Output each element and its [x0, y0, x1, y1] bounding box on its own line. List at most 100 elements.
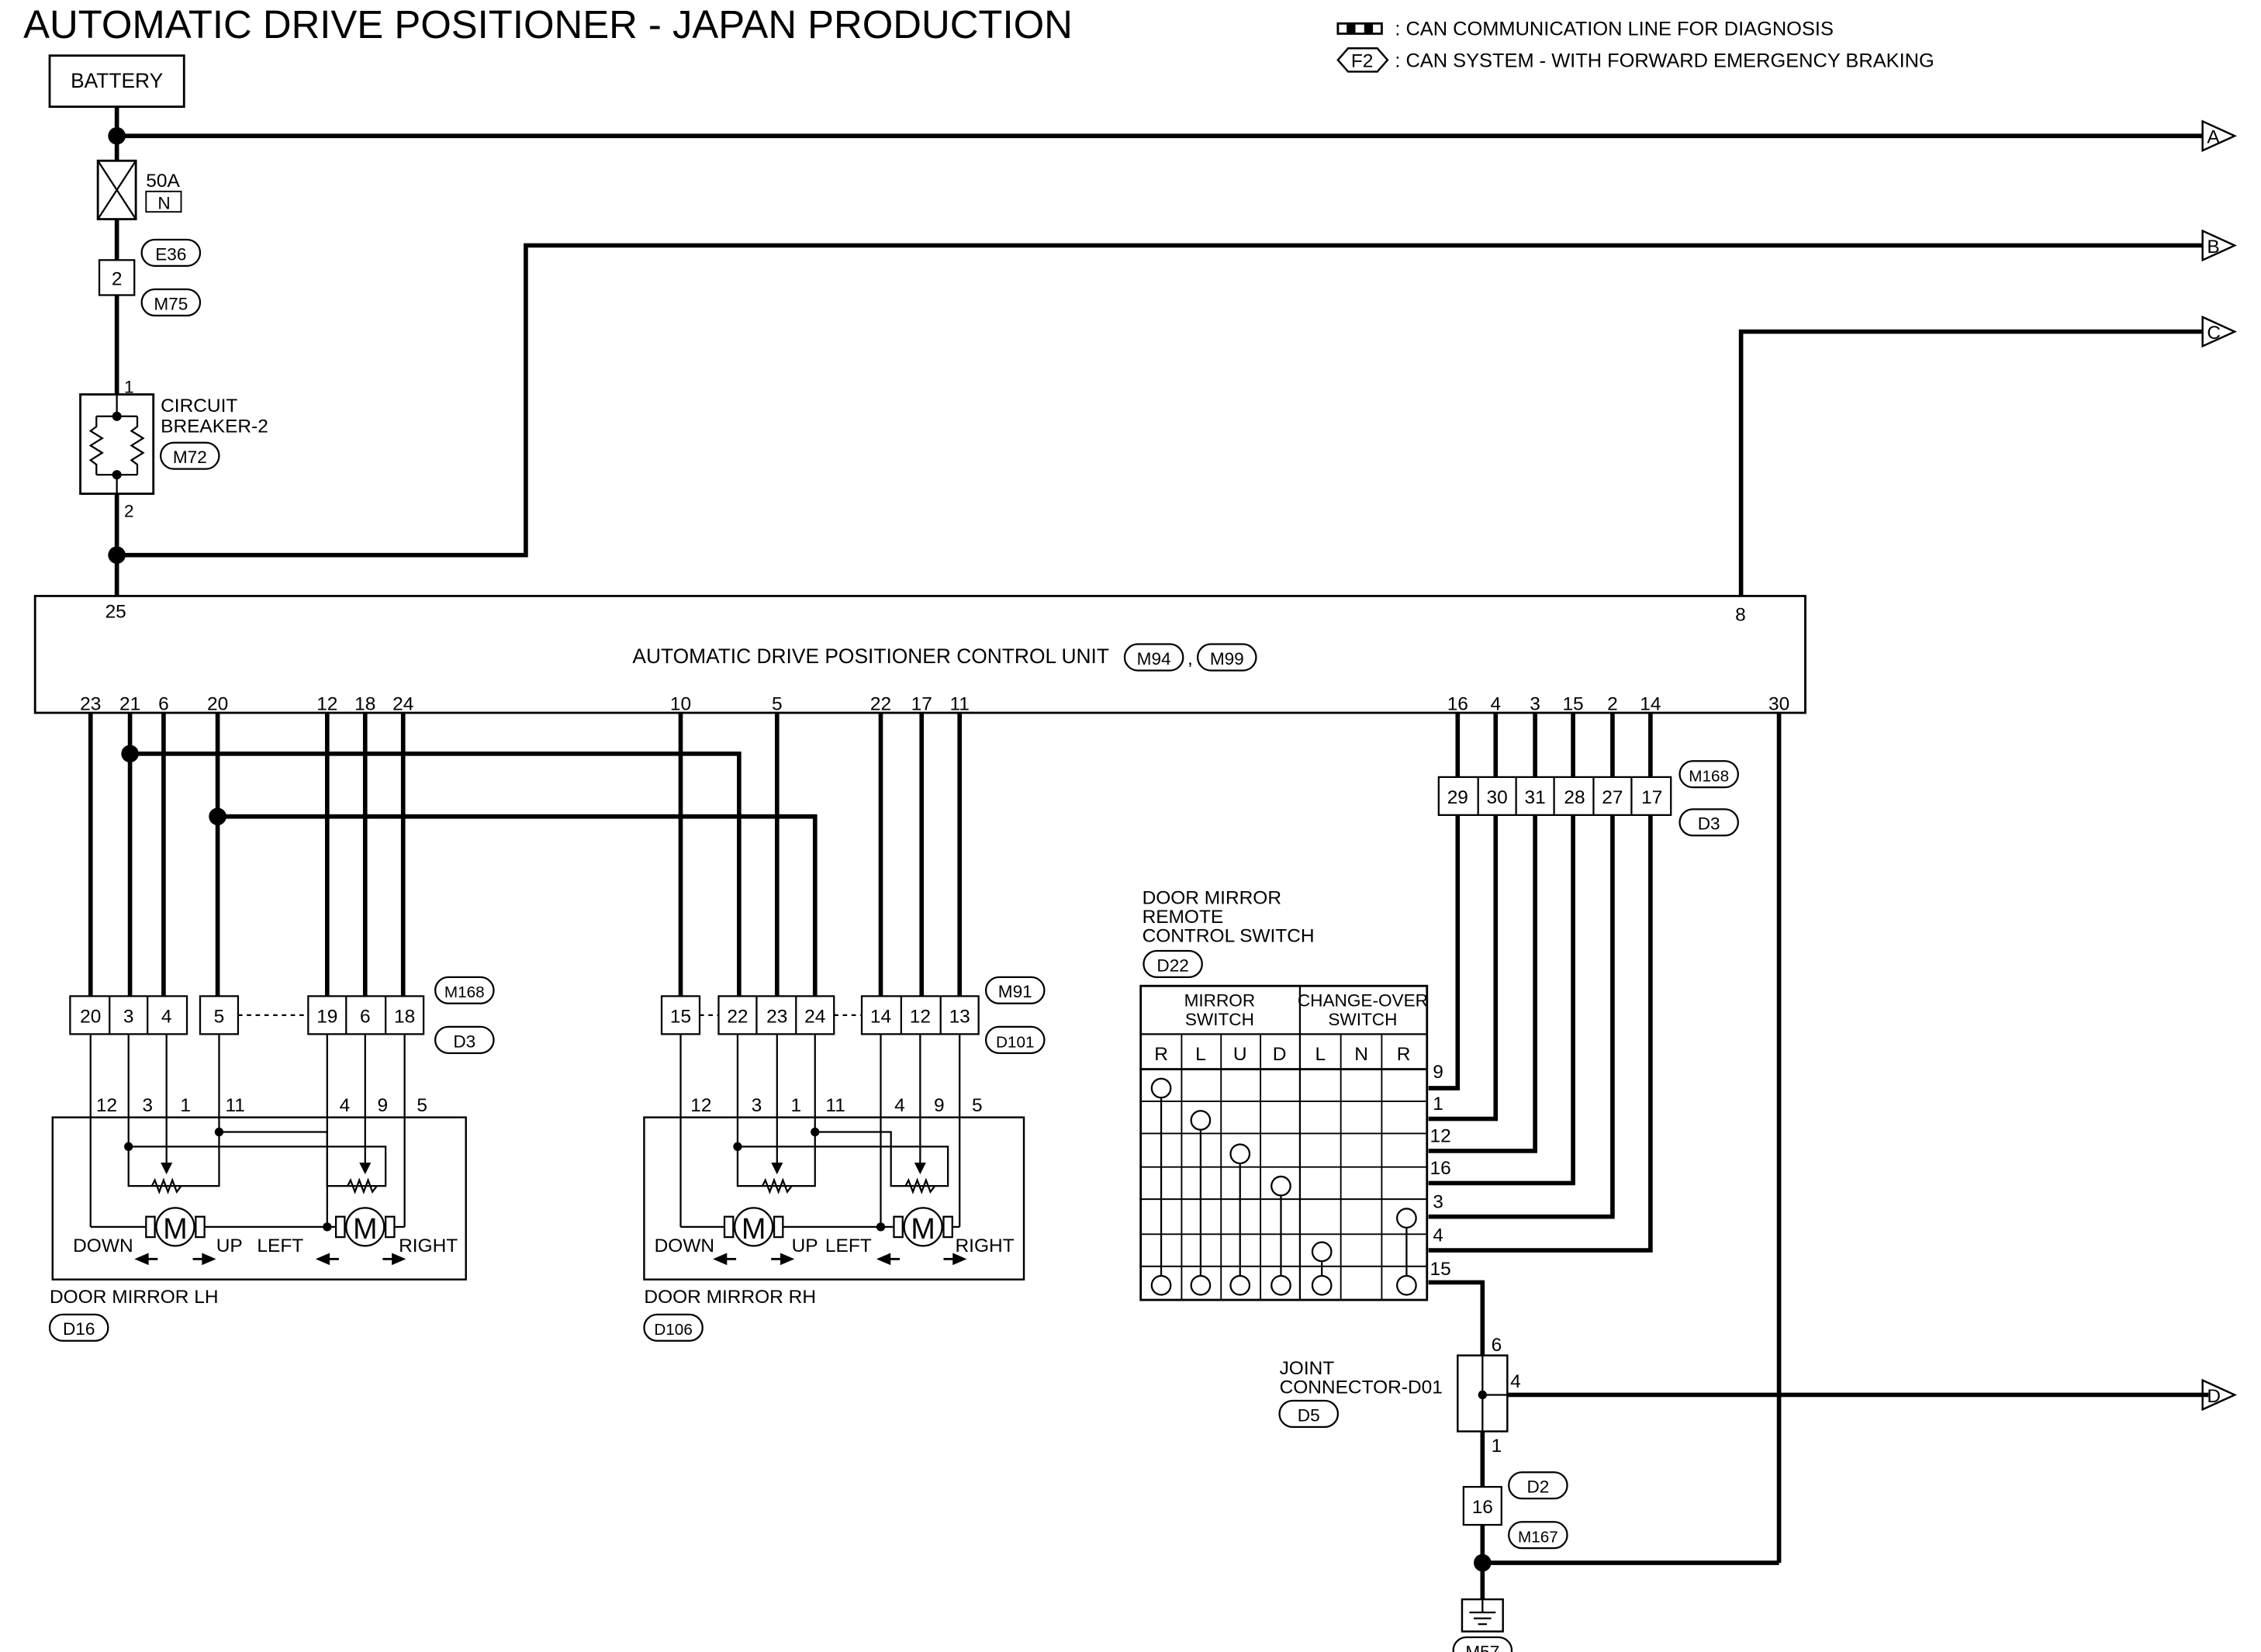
motor-icon: [723, 1207, 953, 1247]
svg-text:4: 4: [1510, 1371, 1521, 1392]
rc-tag-d3: D3: [1698, 814, 1720, 834]
svg-text:RIGHT: RIGHT: [399, 1236, 458, 1256]
fuse-code: N: [157, 193, 170, 213]
svg-text:3: 3: [1530, 693, 1540, 714]
svg-text:6: 6: [158, 693, 169, 714]
circuit-breaker-icon: [79, 393, 155, 496]
svg-text:16: 16: [1447, 693, 1468, 714]
rc-tag-m168: M168: [1689, 768, 1729, 786]
diagram-title: AUTOMATIC DRIVE POSITIONER - JAPAN PRODU…: [23, 2, 1073, 47]
svg-text:16: 16: [1430, 1158, 1451, 1179]
svg-text:4: 4: [161, 1006, 172, 1027]
svg-text:18: 18: [354, 693, 375, 714]
svg-text:15: 15: [1430, 1259, 1451, 1280]
svg-text:12: 12: [690, 1095, 711, 1116]
svg-text:12: 12: [316, 693, 337, 714]
svg-text:23: 23: [766, 1006, 787, 1027]
svg-text:SWITCH: SWITCH: [1328, 1010, 1397, 1029]
svg-text:DOWN: DOWN: [655, 1236, 714, 1256]
legend-can-text: : CAN COMMUNICATION LINE FOR DIAGNOSIS: [1395, 18, 1834, 40]
svg-text:3: 3: [1433, 1191, 1443, 1212]
battery-box: [48, 54, 185, 108]
svg-text:M: M: [911, 1212, 935, 1245]
mirror-lh-name: DOOR MIRROR LH: [50, 1287, 219, 1308]
lh-connector: 20 3 4 5 19 6 18 M168 D3: [69, 976, 495, 1054]
m99-tag: M99: [1210, 649, 1244, 669]
svg-text:22: 22: [727, 1006, 748, 1027]
joint-tag: D5: [1298, 1405, 1320, 1425]
d2-connector: 16 D2 M167: [1462, 1471, 1568, 1550]
ground-tag: M57: [1465, 1642, 1499, 1652]
svg-text:4: 4: [894, 1095, 905, 1116]
battery-label: BATTERY: [71, 69, 163, 92]
mirror-lh-tag: D16: [63, 1319, 95, 1339]
remote-switch: DOOR MIRROR REMOTE CONTROL SWITCH D22 MI…: [1139, 888, 1451, 1301]
svg-text:U: U: [1233, 1044, 1247, 1065]
svg-text:30: 30: [1487, 787, 1508, 808]
svg-text:1: 1: [180, 1095, 191, 1116]
svg-text:2: 2: [1607, 693, 1618, 714]
svg-text:14: 14: [870, 1006, 891, 1027]
m94-tag: M94: [1137, 649, 1171, 669]
svg-text:11: 11: [825, 1095, 845, 1116]
svg-text:12: 12: [910, 1006, 931, 1027]
power-wires: [114, 106, 2209, 596]
svg-text:B: B: [2207, 237, 2219, 257]
switch-wires: [1428, 713, 2209, 1600]
svg-text:CHANGE-OVER: CHANGE-OVER: [1298, 991, 1428, 1011]
svg-text:1: 1: [790, 1095, 801, 1116]
svg-text:18: 18: [394, 1006, 415, 1027]
svg-text:R: R: [1154, 1044, 1168, 1065]
svg-text:31: 31: [1525, 787, 1546, 808]
svg-text:9: 9: [934, 1095, 945, 1116]
svg-text:12: 12: [96, 1095, 117, 1116]
svg-text:19: 19: [316, 1006, 337, 1027]
e36-tag: E36: [155, 244, 186, 264]
mirror-rh-tag: D106: [654, 1321, 693, 1339]
svg-text:LEFT: LEFT: [257, 1236, 303, 1256]
svg-text:D2: D2: [1526, 1477, 1549, 1497]
door-mirror-rh: 12 3 1 11 4 9 5 M M DOWN UP LEFT RIGHT D…: [643, 1034, 1025, 1342]
ground-icon: [1461, 1598, 1504, 1633]
svg-text:L: L: [1195, 1044, 1206, 1065]
svg-text:6: 6: [360, 1006, 371, 1027]
svg-text:30: 30: [1768, 693, 1789, 714]
rc-connector: 29 30 31 28 27 17 M168 D3: [1437, 760, 1739, 837]
mirror-harness-wires: [88, 713, 963, 997]
svg-text:RIGHT: RIGHT: [956, 1236, 1015, 1256]
svg-text:28: 28: [1564, 787, 1585, 808]
svg-text:UP: UP: [216, 1236, 243, 1256]
rh-tag-d101: D101: [996, 1033, 1035, 1051]
svg-text:D: D: [2207, 1386, 2221, 1407]
offpage-a: A: [2201, 119, 2238, 152]
svg-text:15: 15: [670, 1006, 691, 1027]
switch-name-3: CONTROL SWITCH: [1143, 926, 1315, 947]
svg-text:11: 11: [225, 1095, 244, 1116]
joint-connector: 6 4 1 JOINT CONNECTOR-D01 D5: [1278, 1335, 1521, 1457]
cu-bottom-pins: 23 21 6 20 12 18 24 10 5 22 17 11 16 4 3…: [80, 693, 1789, 714]
svg-text:M: M: [163, 1212, 187, 1245]
svg-text:A: A: [2207, 127, 2220, 148]
svg-text:24: 24: [804, 1006, 825, 1027]
switch-tag: D22: [1156, 956, 1188, 975]
svg-text:C: C: [2207, 323, 2221, 344]
can-line-icon: [1336, 22, 1383, 35]
svg-text:27: 27: [1602, 787, 1623, 808]
svg-text:4: 4: [340, 1095, 351, 1116]
svg-text:11: 11: [949, 693, 969, 714]
svg-text:9: 9: [378, 1095, 389, 1116]
svg-text:14: 14: [1640, 693, 1661, 714]
svg-text:24: 24: [392, 693, 413, 714]
control-unit-box: [33, 595, 1806, 714]
svg-text:5: 5: [972, 1095, 983, 1116]
e36-pin: 2: [112, 268, 123, 289]
door-mirror-lh: 12 3 1 11 4 9 5 M M DOWN UP LEFT RIGHT D…: [48, 1034, 467, 1342]
svg-text:17: 17: [911, 693, 932, 714]
svg-text:3: 3: [142, 1095, 153, 1116]
svg-text:22: 22: [870, 693, 891, 714]
lh-tag-m168: M168: [444, 983, 485, 1001]
cb-pin-in: 1: [124, 378, 134, 397]
svg-text:5: 5: [417, 1095, 427, 1116]
fuse-rating: 50A: [146, 171, 180, 192]
